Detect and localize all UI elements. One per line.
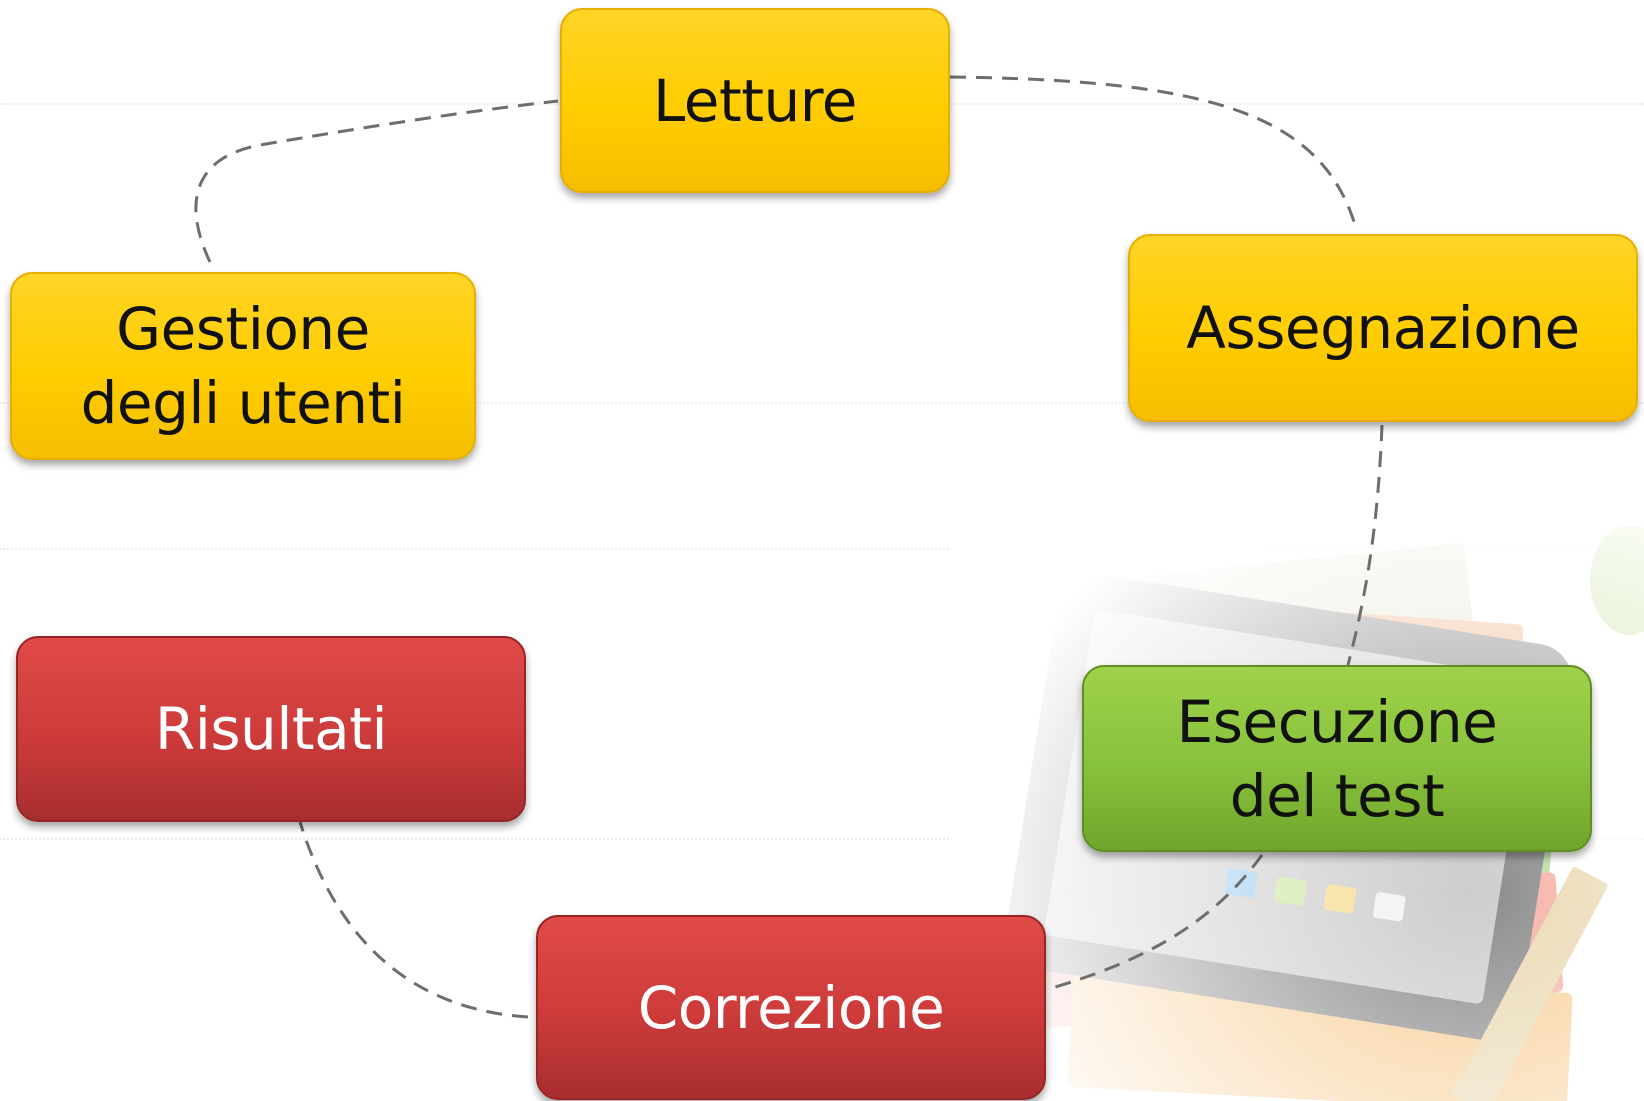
step-correzione-label: Correzione <box>637 973 945 1042</box>
step-letture-label: Letture <box>653 66 857 135</box>
connector-gestione-letture <box>194 99 559 263</box>
step-gestione-label-line1: Gestione <box>116 295 370 363</box>
step-esecuzione-label-line1: Esecuzione <box>1176 687 1498 756</box>
step-risultati: Risultati <box>16 636 526 822</box>
step-risultati-label: Risultati <box>154 695 388 763</box>
connector-assegnazione-esecuzione <box>1346 424 1384 666</box>
connector-correzione-risultati <box>298 821 529 1019</box>
step-gestione-label-line2: degli utenti <box>80 369 406 437</box>
step-correzione: Correzione <box>536 915 1046 1100</box>
background-line <box>0 838 1644 840</box>
step-letture: Letture <box>560 8 950 193</box>
connector-esecuzione-correzione <box>1044 854 1264 992</box>
step-assegnazione-label: Assegnazione <box>1186 294 1580 362</box>
background-line <box>0 402 1644 404</box>
step-esecuzione-label-line2: del test <box>1229 761 1445 830</box>
step-gestione-degli-utenti: Gestione degli utenti <box>10 272 476 460</box>
step-esecuzione-del-test: Esecuzione del test <box>1082 665 1592 852</box>
connector-letture-assegnazione <box>949 75 1357 226</box>
step-assegnazione: Assegnazione <box>1128 234 1638 422</box>
background-line <box>0 548 1644 550</box>
